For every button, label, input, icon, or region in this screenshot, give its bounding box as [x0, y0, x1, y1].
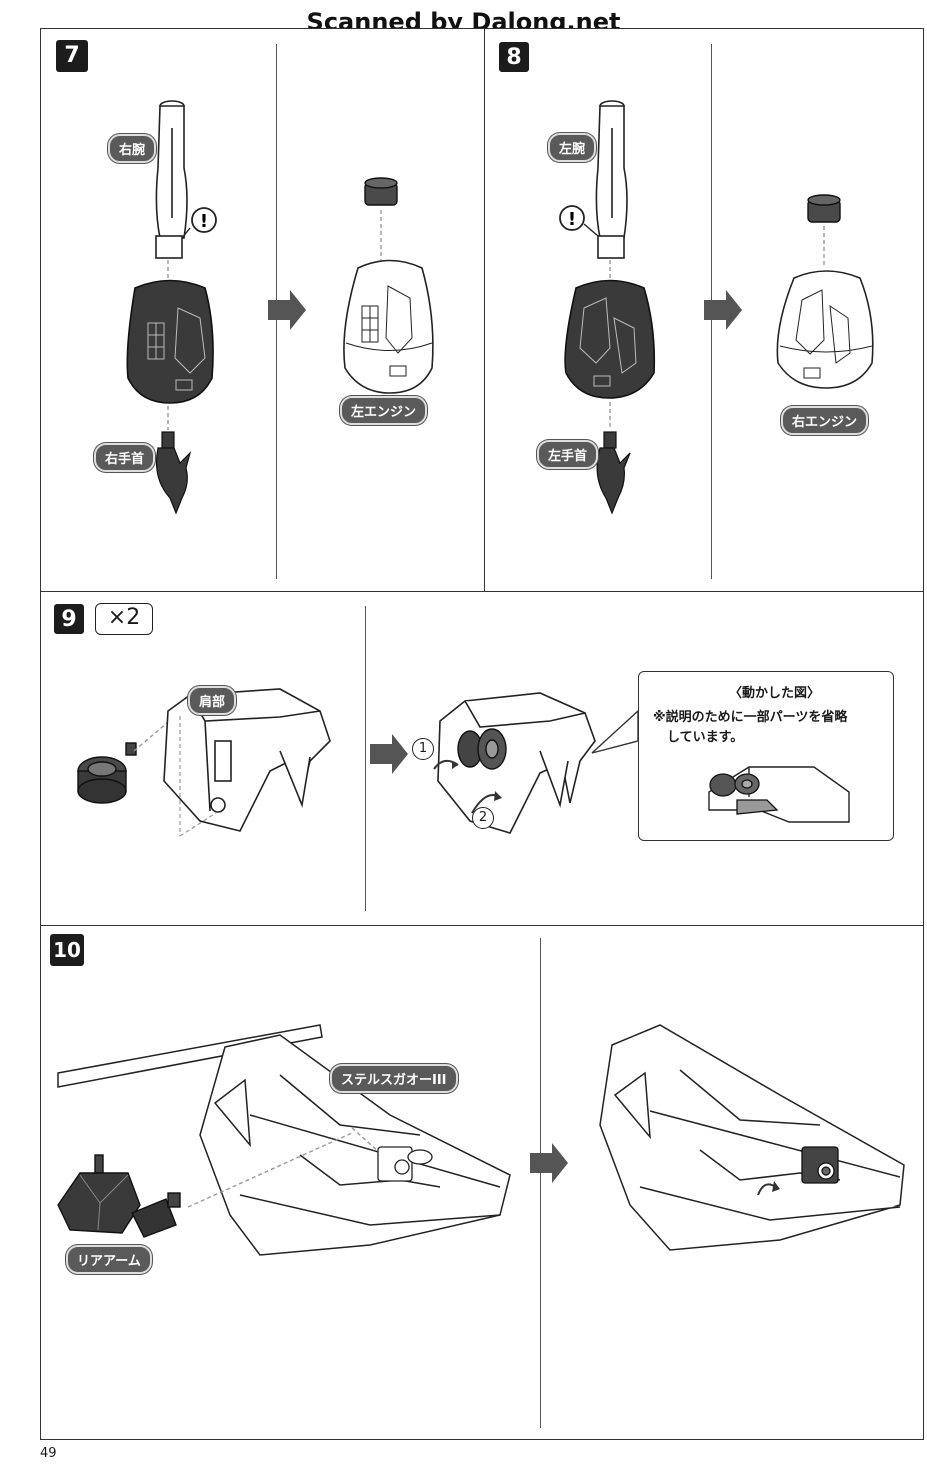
step-10-number: 10 [50, 934, 84, 966]
step-9-assembly-art [77, 688, 639, 837]
step-marker-1: 1 [412, 738, 434, 760]
svg-text:!: ! [568, 209, 576, 230]
step-10-divider [540, 938, 541, 1428]
step-7-number: 7 [56, 40, 88, 72]
step-7-assembly-art: ! [126, 100, 434, 515]
callout-title: 〈動かした図〉 [729, 686, 821, 701]
left-engine-label: 左エンジン [340, 396, 428, 425]
rear-arm-label: リアアーム [66, 1245, 152, 1274]
svg-text:!: ! [200, 211, 208, 232]
left-arm-label: 左腕 [548, 133, 597, 162]
shoulder-label: 肩部 [188, 686, 237, 715]
left-hand-label: 左手首 [537, 440, 599, 469]
moved-view-callout: 〈動かした図〉 ※説明のために一部パーツを省略 しています。 [638, 671, 894, 841]
right-engine-label: 右エンジン [781, 406, 869, 435]
stealth-gaogaigar-label: ステルスガオーIII [330, 1064, 458, 1093]
right-hand-label: 右手首 [94, 443, 156, 472]
right-arm-label: 右腕 [108, 134, 157, 163]
step-10-assembly-art [57, 1024, 905, 1256]
caution-icon-8: ! [559, 205, 585, 231]
step-9-number: 9 [54, 604, 84, 634]
callout-note-line2: しています。 [667, 730, 744, 745]
callout-note-line1: ※説明のために一部パーツを省略 [653, 710, 848, 725]
callout-detail-art [708, 766, 850, 823]
step-8-assembly-art: ! [559, 100, 874, 515]
step-8-number: 8 [499, 42, 529, 72]
caution-icon-7: ! [191, 207, 217, 233]
step-9-divider [365, 606, 366, 911]
step-marker-2: 2 [472, 807, 494, 829]
page-number: 49 [40, 1446, 57, 1461]
quantity-badge: ×2 [95, 603, 153, 635]
